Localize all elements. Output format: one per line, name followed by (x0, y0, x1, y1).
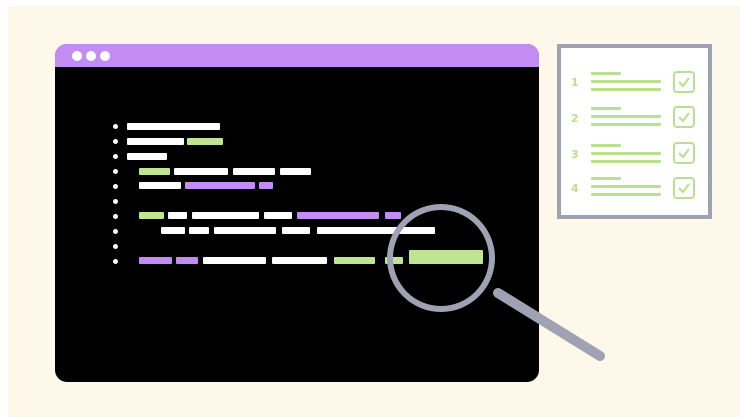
checklist-line (591, 193, 661, 196)
line-bullet (113, 214, 118, 219)
code-token (185, 182, 255, 189)
checkbox-checked (673, 106, 695, 128)
code-token (189, 227, 209, 234)
line-bullet (113, 139, 118, 144)
code-token (139, 257, 172, 264)
code-token (334, 257, 375, 264)
code-token (297, 212, 379, 219)
checklist-line (591, 144, 621, 147)
window-dot-icon (86, 51, 96, 61)
code-token (317, 227, 435, 234)
checklist-line (591, 177, 621, 180)
line-bullet (113, 199, 118, 204)
checklist-number: 2 (571, 112, 579, 125)
checkbox-checked (673, 177, 695, 199)
line-bullet (113, 154, 118, 159)
line-bullet (113, 229, 118, 234)
code-token (259, 182, 273, 189)
code-token (127, 153, 167, 160)
code-token (385, 212, 401, 219)
checklist-line (591, 88, 661, 91)
code-token (280, 168, 311, 175)
code-token (174, 168, 228, 175)
code-token (282, 227, 310, 234)
code-token (161, 227, 185, 234)
code-token (127, 123, 220, 130)
checklist-card: 1 2 3 4 (557, 44, 712, 219)
highlighted-code-token (409, 250, 483, 264)
line-bullet (113, 124, 118, 129)
code-token (272, 257, 327, 264)
checklist-line (591, 123, 661, 126)
code-token (139, 212, 164, 219)
checkbox-checked (673, 71, 695, 93)
code-token (139, 168, 170, 175)
checklist-number: 4 (571, 182, 579, 195)
checklist-number: 3 (571, 148, 579, 161)
checklist-number: 1 (571, 76, 579, 89)
checklist-line (591, 107, 621, 110)
checklist-line (591, 160, 661, 163)
checklist-line (591, 185, 661, 188)
window-dot-icon (100, 51, 110, 61)
check-icon (678, 77, 690, 88)
check-icon (678, 183, 690, 194)
code-token (214, 227, 276, 234)
window-dot-icon (72, 51, 82, 61)
code-token (192, 212, 259, 219)
code-token (168, 212, 187, 219)
checklist-line (591, 152, 661, 155)
code-token (187, 138, 223, 145)
code-token (139, 182, 181, 189)
check-icon (678, 112, 690, 123)
checklist-line (591, 115, 661, 118)
window-title-bar (55, 44, 539, 67)
code-token (233, 168, 275, 175)
code-token (385, 257, 403, 264)
code-token (264, 212, 292, 219)
checkbox-checked (673, 142, 695, 164)
line-bullet (113, 244, 118, 249)
check-icon (678, 148, 690, 159)
checklist-line (591, 72, 621, 75)
magnifier-handle (493, 288, 605, 361)
line-bullet (113, 169, 118, 174)
code-token (176, 257, 198, 264)
magnifier-lens (387, 204, 495, 312)
code-token (203, 257, 266, 264)
line-bullet (113, 259, 118, 264)
line-bullet (113, 184, 118, 189)
checklist-line (591, 80, 661, 83)
code-token (127, 138, 184, 145)
